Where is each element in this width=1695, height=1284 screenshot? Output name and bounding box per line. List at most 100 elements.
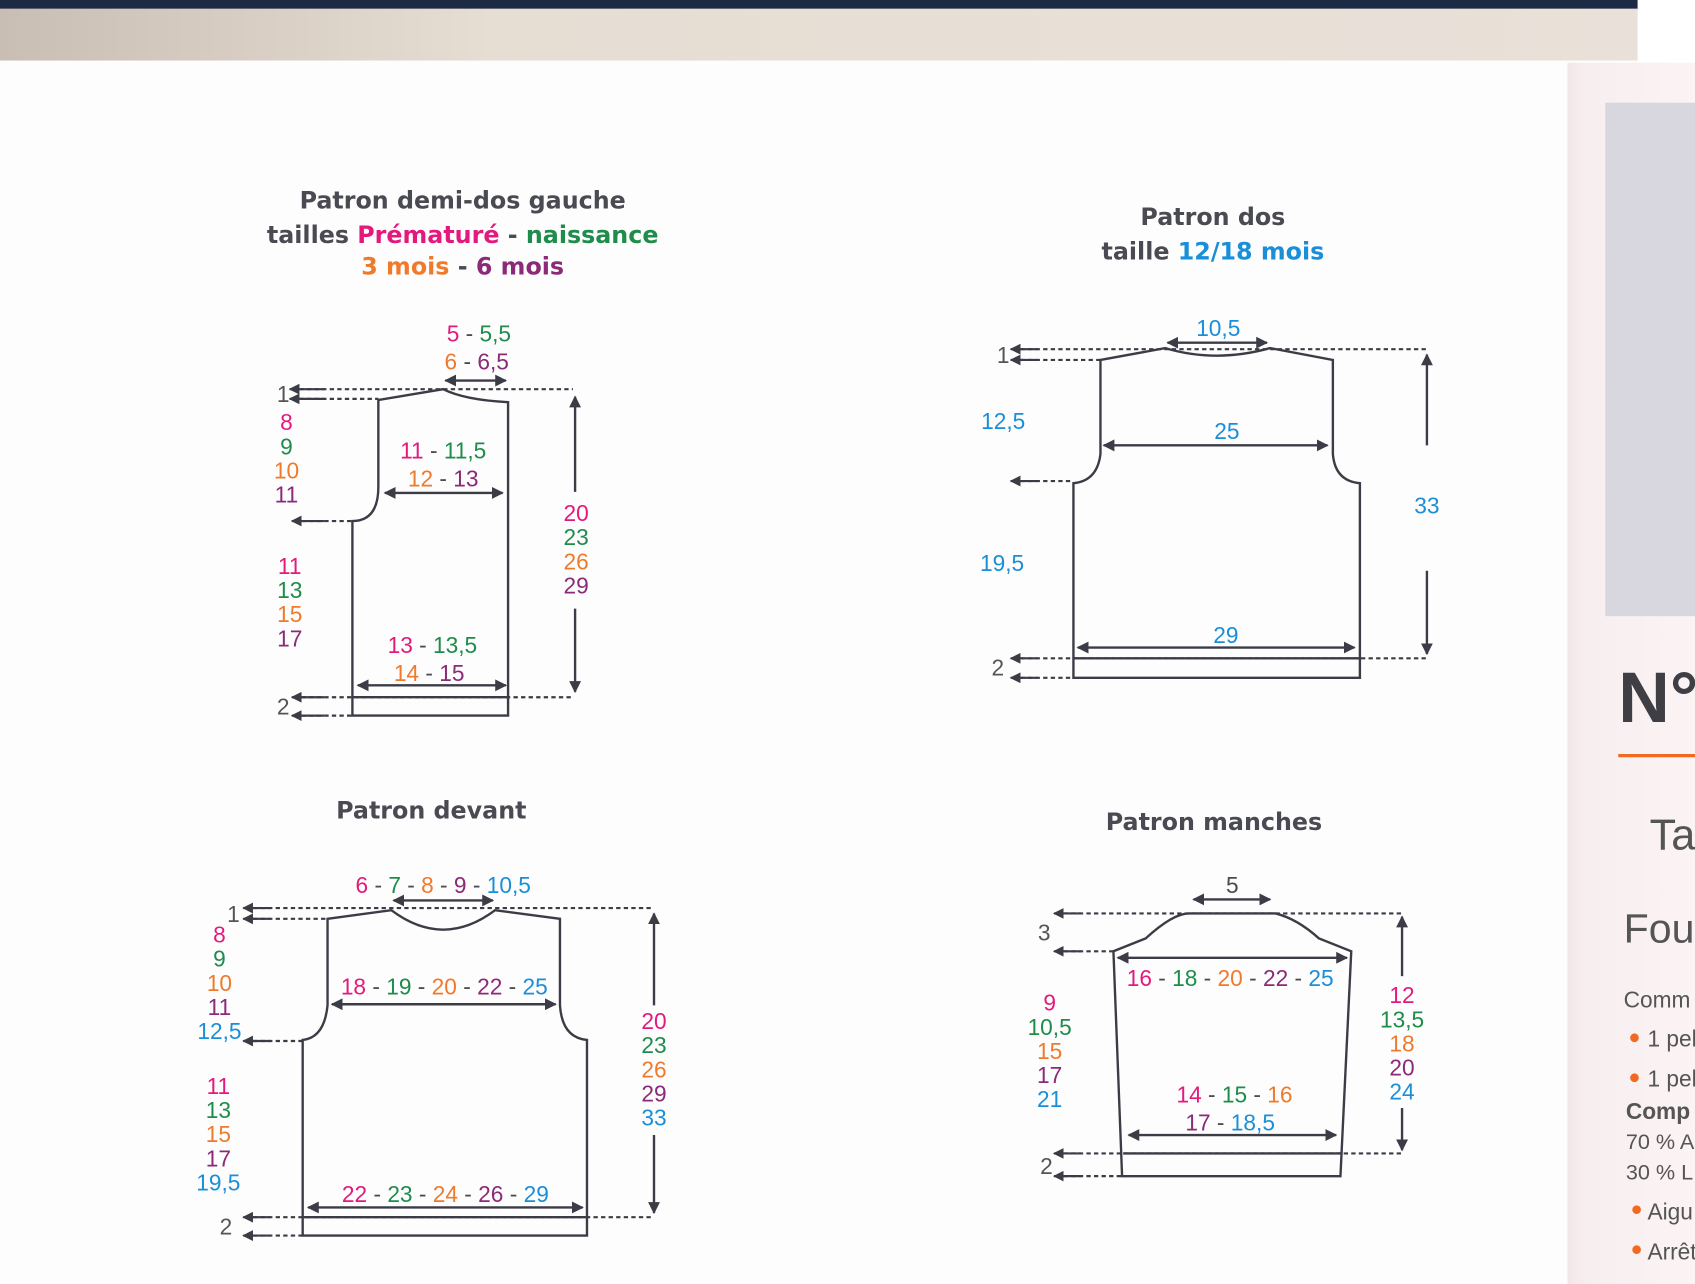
height-value: 13	[277, 577, 302, 603]
label-part: 11	[400, 437, 424, 463]
demi-dos-title: Patron demi-dos gauche	[300, 187, 626, 215]
label-part: 19	[386, 974, 411, 1000]
label-part: -	[1247, 1082, 1267, 1108]
devant-chest-label: 18 - 19 - 20 - 22 - 25	[341, 974, 548, 1000]
devant-diagram	[242, 894, 660, 1241]
label-part: 6	[356, 872, 369, 898]
dos-armhole-label: 12,5	[981, 408, 1025, 434]
label-part: -	[1202, 1082, 1222, 1108]
height-value: 18	[1389, 1030, 1414, 1056]
label-part: 23	[387, 1181, 412, 1207]
marker-1: 1	[277, 381, 290, 407]
label-part: -	[467, 872, 487, 898]
height-value: 20	[1389, 1054, 1414, 1080]
label-part: -	[1288, 965, 1308, 991]
label-part: 6	[445, 349, 458, 375]
dos-total-label: 33	[1414, 492, 1439, 518]
height-value: 33	[641, 1105, 666, 1131]
height-value: 11	[207, 1073, 231, 1099]
label-part: 25	[523, 974, 548, 1000]
dos-chest-label: 25	[1214, 418, 1239, 444]
manches-title: Patron manches	[1106, 808, 1322, 836]
height-value: 17	[277, 625, 302, 651]
marker-1: 1	[227, 901, 240, 927]
label-part: 11,5	[444, 437, 486, 463]
label-part: 20	[1218, 965, 1243, 991]
label-part: 6,5	[477, 349, 509, 375]
height-value: 9	[280, 433, 293, 459]
height-value: 13,5	[1380, 1006, 1424, 1032]
facing-fournitures: Fou	[1624, 906, 1695, 952]
height-value: 17	[1037, 1062, 1062, 1088]
scan-edge	[0, 0, 1638, 11]
demi-dos-sizes-2: 3 mois - 6 mois	[361, 253, 564, 281]
facing-comp: 70 % A	[1626, 1129, 1695, 1154]
label-part: 17	[1185, 1110, 1210, 1136]
label-part: 16	[1127, 965, 1152, 991]
label-part: -	[433, 465, 453, 491]
marker-3: 3	[1038, 919, 1051, 945]
label-part: -	[503, 1181, 523, 1207]
label-part: -	[368, 872, 388, 898]
label-part: -	[419, 660, 439, 686]
label-part: 18	[341, 974, 366, 1000]
label-part: 12	[408, 465, 433, 491]
label-part: 7	[388, 872, 401, 898]
label-part: 15	[1222, 1082, 1247, 1108]
label-part: -	[424, 437, 444, 463]
label-part: 16	[1267, 1082, 1292, 1108]
height-value: 23	[564, 524, 589, 550]
height-value: 10,5	[1028, 1014, 1072, 1040]
scan-band	[0, 8, 1638, 61]
facing-item: Arrêt	[1647, 1238, 1695, 1264]
label-part: 22	[342, 1181, 367, 1207]
height-value: 24	[1389, 1079, 1414, 1105]
height-value: 9	[1043, 990, 1056, 1016]
facing-item: 1 pel	[1647, 1065, 1695, 1091]
label-part: 15	[439, 660, 464, 686]
label-part: -	[401, 872, 421, 898]
devant-title: Patron devant	[336, 796, 526, 824]
label-part: 29	[524, 1181, 549, 1207]
label-part: -	[413, 632, 433, 658]
dos-title: Patron dos	[1140, 203, 1285, 231]
label-part: 14	[1176, 1082, 1201, 1108]
marker-2: 2	[220, 1214, 233, 1240]
label-part: -	[413, 1181, 433, 1207]
height-value: 26	[641, 1056, 666, 1082]
height-value: 13	[206, 1097, 231, 1123]
facing-taille: Taill	[1650, 812, 1695, 860]
height-value: 12,5	[197, 1018, 241, 1044]
height-value: 21	[1037, 1086, 1062, 1112]
label-part: -	[1152, 965, 1172, 991]
facing-comp: 30 % L	[1626, 1159, 1693, 1184]
height-value: 15	[206, 1121, 231, 1147]
facing-page-photo	[1605, 102, 1695, 617]
manches-bottom-label: 14 - 15 - 16	[1176, 1082, 1292, 1108]
label-part: -	[499, 221, 525, 249]
manches-diagram	[1052, 893, 1409, 1182]
manches-top-label: 5	[1226, 872, 1239, 898]
height-value: 10	[274, 457, 299, 483]
label-part: 13	[453, 465, 478, 491]
height-value: 9	[213, 946, 226, 972]
marker-1: 1	[997, 342, 1010, 368]
label-part: 20	[432, 974, 457, 1000]
devant-neck-label: 6 - 7 - 8 - 9 - 10,5	[356, 872, 531, 898]
dos-body-label: 19,5	[980, 550, 1024, 576]
facing-page-text: N° Taill Fou Comm 1 pel 1 pel Comp 70 % …	[1618, 658, 1695, 1264]
marker-2: 2	[991, 655, 1004, 681]
label-part: 13	[388, 632, 413, 658]
label-part: -	[367, 1181, 387, 1207]
label-part: 26	[478, 1181, 503, 1207]
label-part: 24	[433, 1181, 458, 1207]
label-part: -	[458, 1181, 478, 1207]
dos-size: taille 12/18 mois	[1102, 237, 1325, 265]
